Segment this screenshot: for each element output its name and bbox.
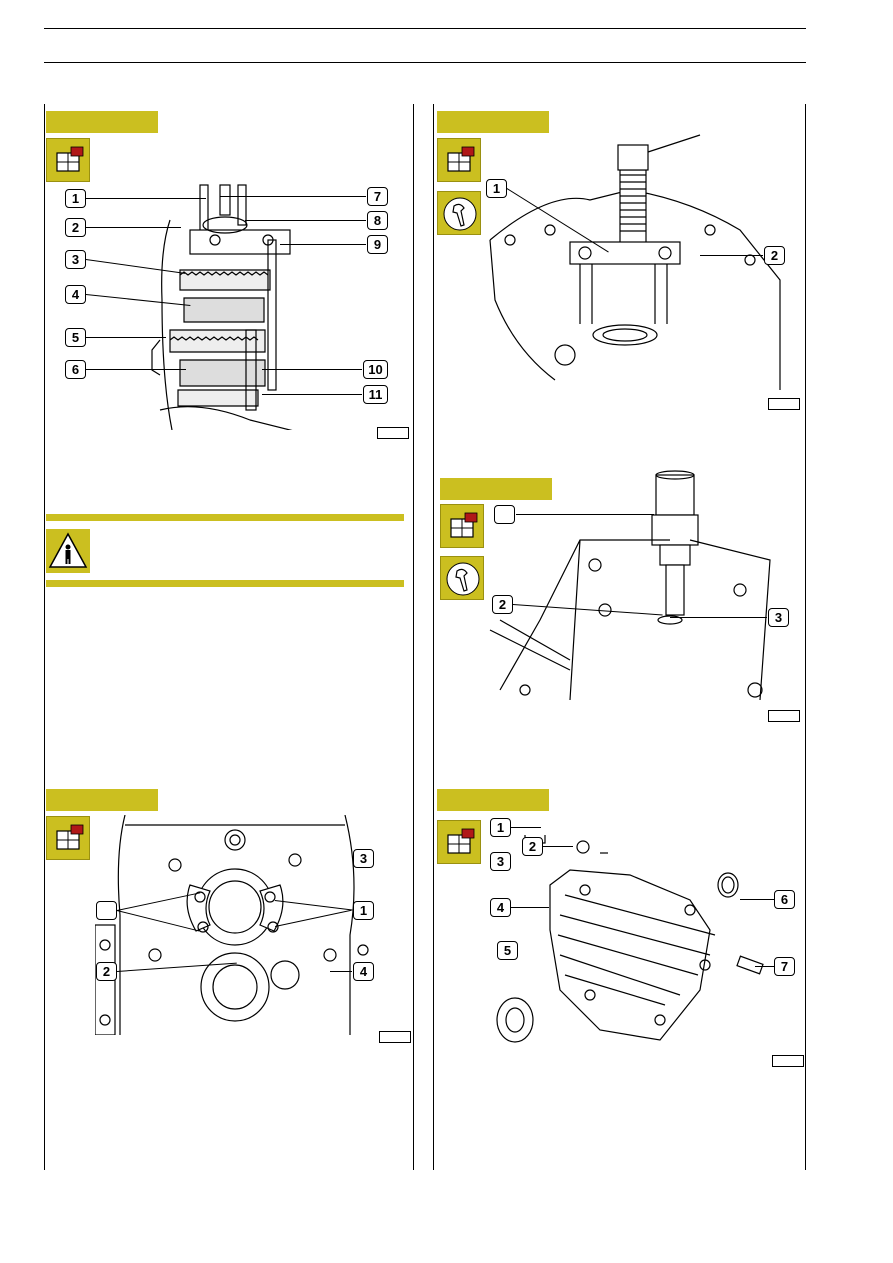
callout-5: 5 bbox=[65, 328, 86, 347]
callout-7: 7 bbox=[774, 957, 795, 976]
leader-line bbox=[511, 907, 549, 908]
callout-2: 2 bbox=[65, 218, 86, 237]
callout-blank bbox=[96, 901, 117, 920]
leader-line bbox=[220, 196, 366, 197]
drift-tool-illustration bbox=[480, 470, 800, 710]
leader-line bbox=[262, 369, 362, 370]
header-rule-bottom bbox=[44, 62, 806, 63]
gearbox-tool-icon bbox=[437, 820, 481, 864]
leader-line bbox=[86, 227, 181, 228]
callout-11: 11 bbox=[363, 385, 388, 404]
left-column-border bbox=[44, 104, 45, 1170]
leader-line bbox=[86, 198, 206, 199]
callout-2: 2 bbox=[492, 595, 513, 614]
figure-number-box bbox=[377, 427, 409, 439]
gearbox-tool-icon bbox=[46, 138, 90, 182]
callout-3: 3 bbox=[490, 852, 511, 871]
figure-number-box bbox=[772, 1055, 804, 1067]
callout-1: 1 bbox=[490, 818, 511, 837]
leader-line bbox=[511, 827, 541, 828]
warning-band-top bbox=[46, 514, 404, 521]
callout-1: 1 bbox=[486, 179, 507, 198]
callout-8: 8 bbox=[367, 211, 388, 230]
leader-line bbox=[262, 394, 362, 395]
callout-10: 10 bbox=[363, 360, 388, 379]
callout-2: 2 bbox=[764, 246, 785, 265]
figure-tag-bottom-right bbox=[437, 789, 549, 811]
leader-line bbox=[245, 220, 366, 221]
figure-tag-bottom-left bbox=[46, 789, 158, 811]
gearbox-tool-icon bbox=[437, 138, 481, 182]
figure-number-box bbox=[768, 710, 800, 722]
wrench-hand-icon bbox=[440, 556, 484, 600]
callout-blank bbox=[494, 505, 515, 524]
puller-tool-illustration bbox=[480, 130, 800, 390]
casing-plates-illustration bbox=[95, 815, 380, 1035]
callout-4: 4 bbox=[490, 898, 511, 917]
callout-6: 6 bbox=[65, 360, 86, 379]
header-rule-top bbox=[44, 28, 806, 29]
leader-line bbox=[543, 846, 573, 847]
leader-line bbox=[700, 255, 763, 256]
center-divider bbox=[413, 104, 414, 1170]
leader-line bbox=[516, 514, 654, 515]
leader-line bbox=[86, 369, 186, 370]
callout-4: 4 bbox=[353, 962, 374, 981]
callout-3: 3 bbox=[768, 608, 789, 627]
callout-3: 3 bbox=[353, 849, 374, 868]
callout-4: 4 bbox=[65, 285, 86, 304]
wrench-hand-icon bbox=[437, 191, 481, 235]
gearbox-tool-icon bbox=[440, 504, 484, 548]
leader-line bbox=[670, 617, 767, 618]
figure-number-box bbox=[379, 1031, 411, 1043]
figure-tag-top-right bbox=[437, 111, 549, 133]
leader-line bbox=[740, 899, 774, 900]
callout-6: 6 bbox=[774, 890, 795, 909]
leader-line bbox=[86, 337, 166, 338]
exploded-cover-illustration bbox=[490, 835, 800, 1050]
warning-person-icon bbox=[46, 529, 90, 573]
callout-1: 1 bbox=[353, 901, 374, 920]
figure-number-box bbox=[768, 398, 800, 410]
leader-line bbox=[330, 971, 352, 972]
figure-tag-middle-right bbox=[440, 478, 552, 500]
leader-line bbox=[755, 966, 774, 967]
figure-tag-top-left bbox=[46, 111, 158, 133]
callout-3: 3 bbox=[65, 250, 86, 269]
callout-2: 2 bbox=[522, 837, 543, 856]
right-column-border bbox=[805, 104, 806, 1170]
leader-line bbox=[280, 244, 366, 245]
warning-band-bottom bbox=[46, 580, 404, 587]
callout-5: 5 bbox=[497, 941, 518, 960]
center-divider-right bbox=[433, 104, 434, 1170]
callout-2: 2 bbox=[96, 962, 117, 981]
gearbox-tool-icon bbox=[46, 816, 90, 860]
gear-assembly-illustration bbox=[150, 180, 410, 430]
callout-9: 9 bbox=[367, 235, 388, 254]
callout-7: 7 bbox=[367, 187, 388, 206]
callout-1: 1 bbox=[65, 189, 86, 208]
